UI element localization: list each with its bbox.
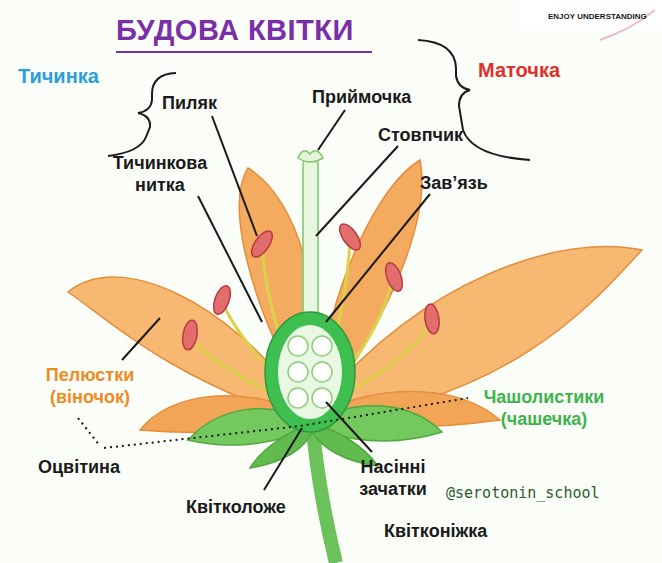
part-label: Тичинкова нитка: [100, 152, 220, 196]
part-group-label: Пелюстки (віночок): [28, 364, 152, 408]
style: [303, 158, 318, 328]
part-label: Оцвітина: [38, 456, 120, 478]
stigma: [298, 151, 323, 162]
part-label: Насінні зачатки: [338, 456, 448, 500]
part-group-label: Тичинка: [18, 64, 99, 88]
watermark: @serotonin_school: [446, 484, 600, 502]
part-label: Пиляк: [162, 92, 217, 114]
part-label: Стовпчик: [378, 124, 463, 146]
ovary-cavity: [278, 325, 342, 419]
part-label: Приймочка: [312, 86, 411, 108]
part-label: Зав’язь: [420, 172, 488, 194]
ovules: [288, 336, 332, 408]
title-underline: [116, 51, 372, 53]
watermark: ENJOY UNDERSTANDING: [548, 12, 647, 22]
stamen-bracket: [108, 73, 176, 156]
title: БУДОВА КВІТКИ: [116, 14, 354, 47]
ovary: [265, 312, 355, 432]
part-group-label: Маточка: [478, 58, 560, 82]
part-label: Квітконіжка: [384, 520, 487, 542]
perianth-dotted-line: [78, 398, 468, 448]
part-group-label: Чашолистики (чашечка): [464, 386, 624, 430]
part-label: Квітколоже: [186, 496, 286, 518]
logo-patch: [520, 0, 662, 30]
